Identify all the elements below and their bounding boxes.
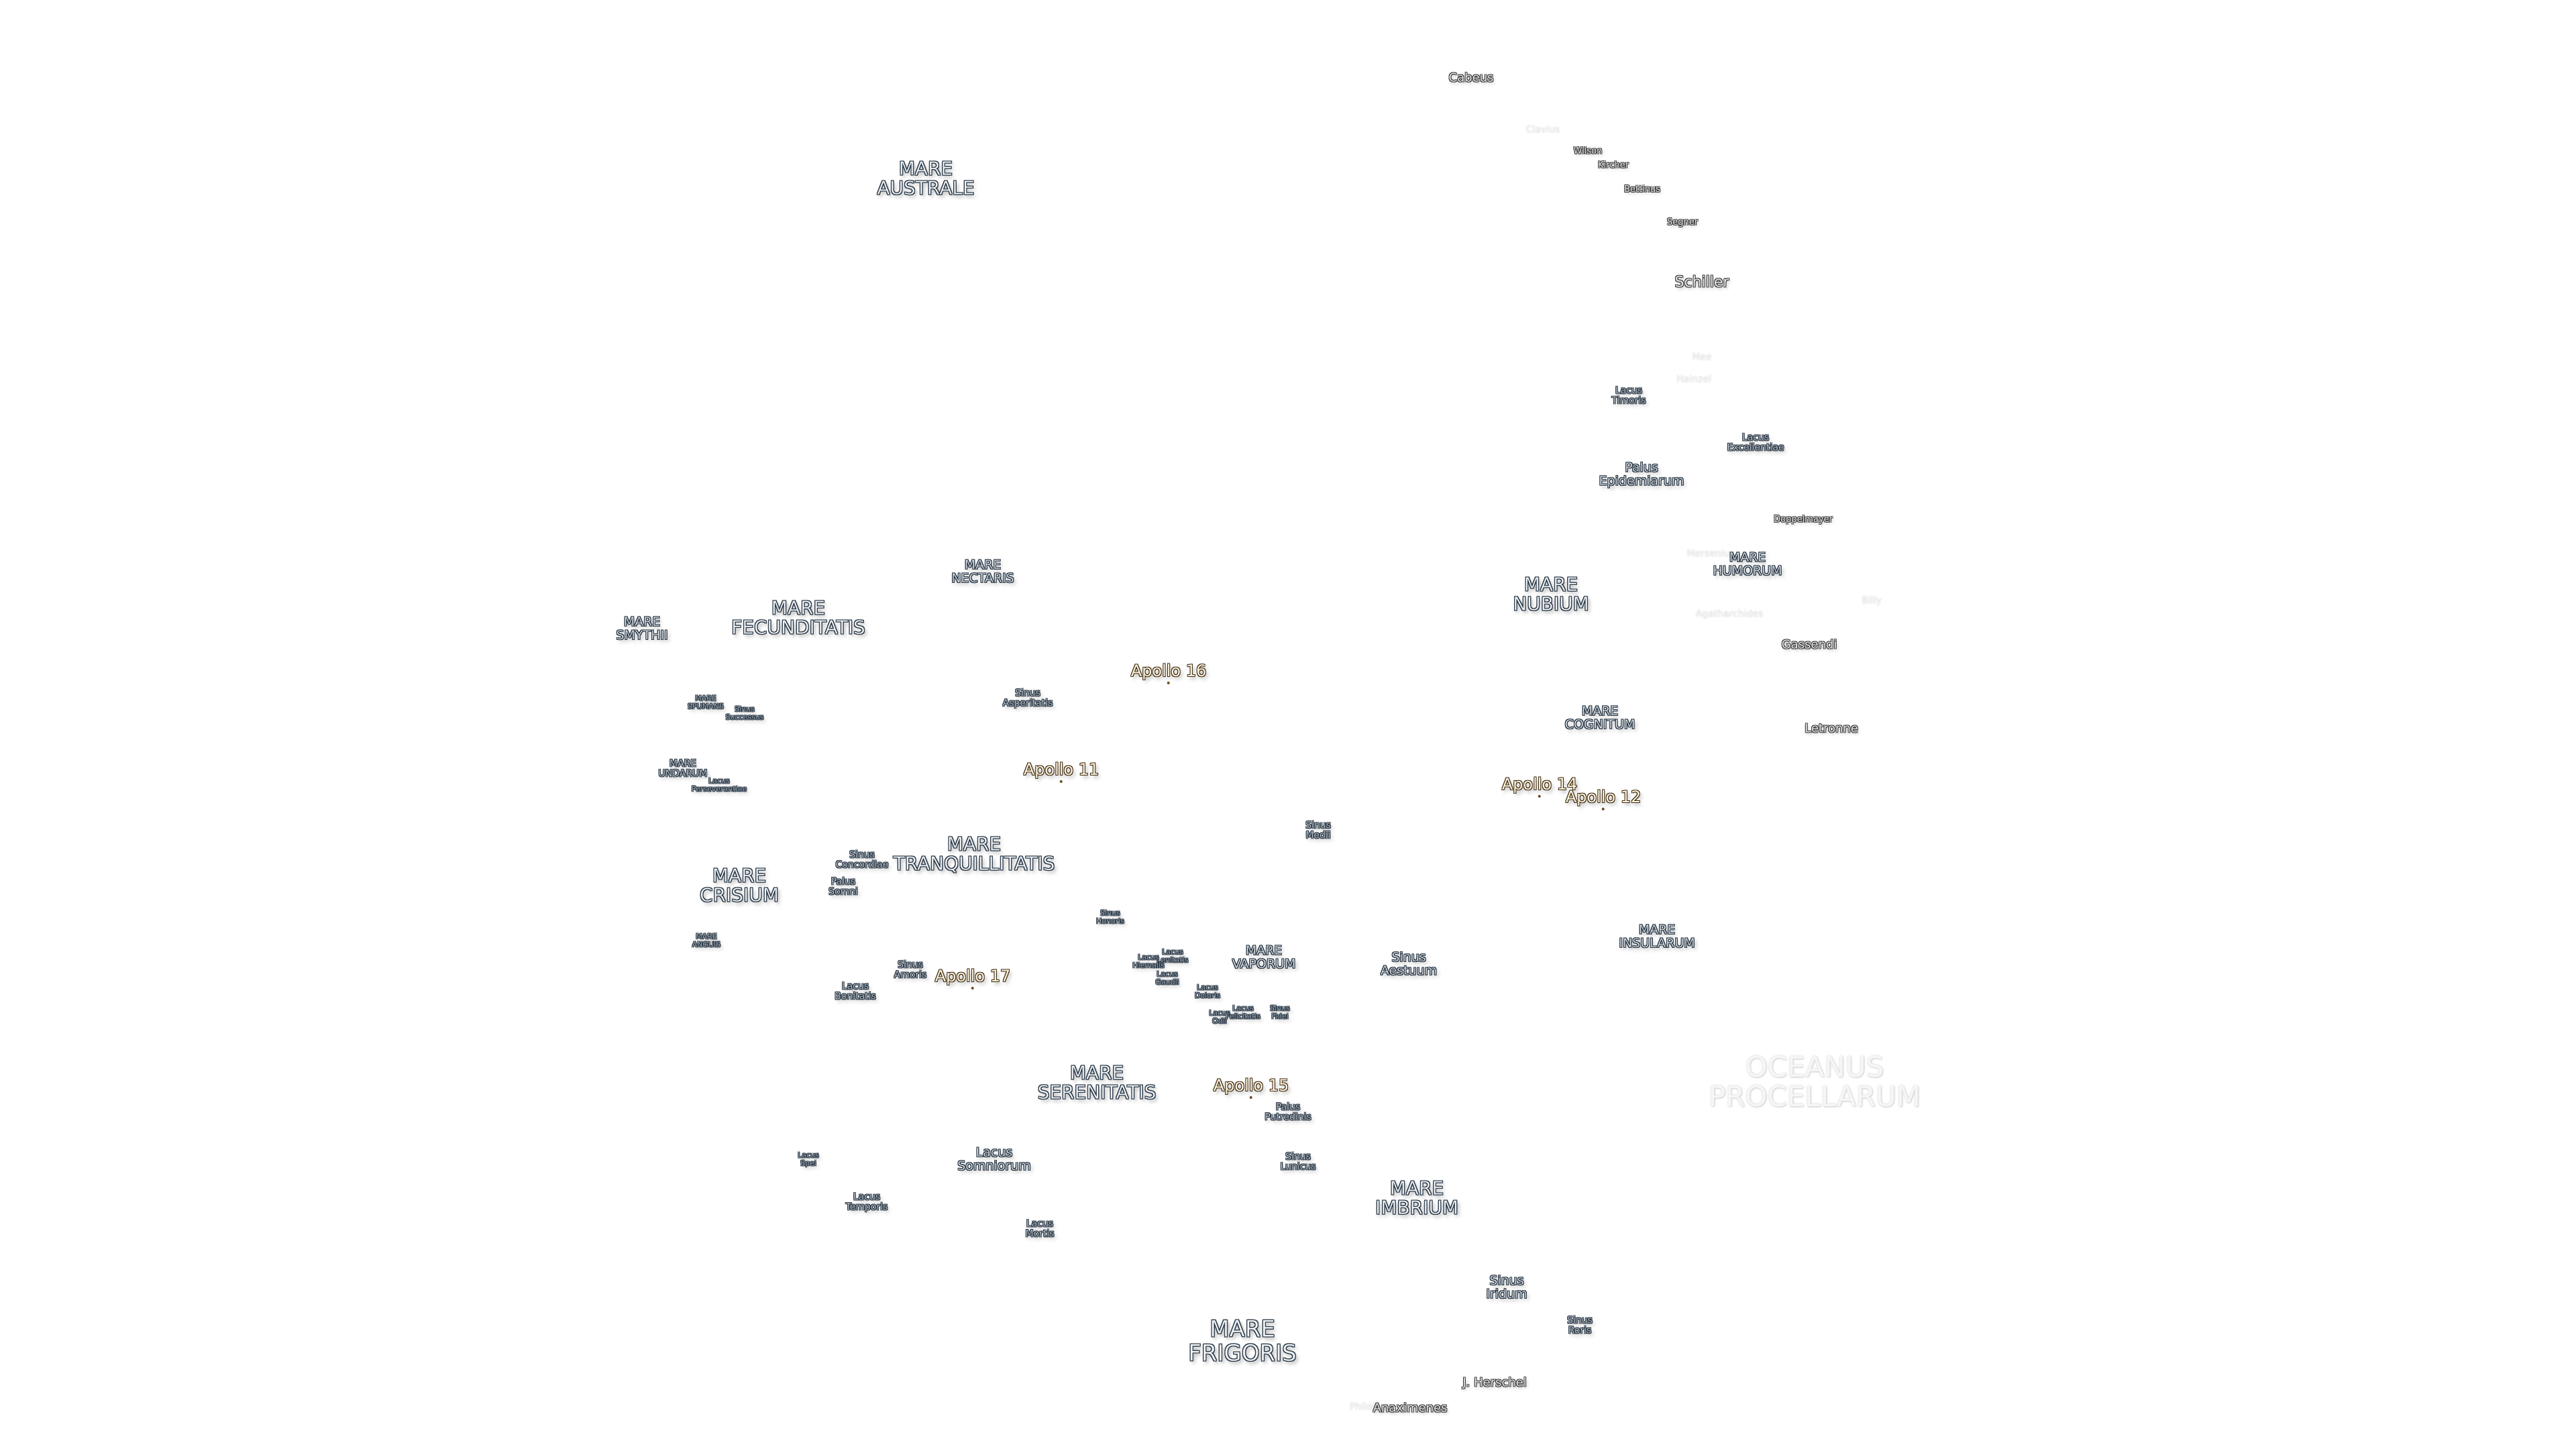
label-clavius: Clavius xyxy=(1525,124,1560,136)
label-lacus-spei: Lacus Spei xyxy=(798,1150,819,1167)
label-lacus-perseverantiae: Lacus Perseverantiae xyxy=(691,776,747,793)
label-philolaus: Philolaus xyxy=(1349,1401,1392,1413)
label-mare-fecunditatis: MARE FECUNDITATIS xyxy=(731,596,865,639)
label-mare-undarum: MARE UNDARUM xyxy=(658,758,708,779)
label-lacus-lenitatis: Lacus Lenitatis xyxy=(1157,947,1189,964)
landing-site-marker-icon xyxy=(1167,682,1170,684)
label-sinus-lunicus: Sinus Lunicus xyxy=(1280,1151,1316,1172)
label-mare-spumans: MARE SPUMANS xyxy=(688,694,724,710)
label-mare-smythii: MARE SMYTHII xyxy=(616,614,668,643)
label-sinus-asperitatis: Sinus Asperitatis xyxy=(1002,688,1053,708)
apollo-16-site-label[interactable]: Apollo 16 xyxy=(1130,661,1207,684)
apollo-15-label-text: Apollo 15 xyxy=(1213,1076,1289,1095)
label-sinus-aestuum: Sinus Aestuum xyxy=(1380,950,1438,978)
apollo-12-site-label[interactable]: Apollo 12 xyxy=(1565,788,1642,810)
label-lacus-gaudii: Lacus Gaudii xyxy=(1155,969,1179,986)
label-hainzel: Hainzel xyxy=(1676,374,1711,385)
label-mee: Mee xyxy=(1692,352,1712,363)
label-mare-frigoris: MARE FRIGORIS xyxy=(1188,1316,1297,1366)
label-lacus-odii: Lacus Odii xyxy=(1209,1008,1230,1025)
landing-site-marker-icon xyxy=(1060,780,1063,783)
label-doppelmayer: Doppelmayer xyxy=(1774,515,1833,525)
label-lacus-somniorum: Lacus Somniorum xyxy=(957,1145,1031,1173)
label-lacus-bonitatis: Lacus Bonitatis xyxy=(835,981,876,1002)
label-lacus-hiemalis: Lacus Hiemalis xyxy=(1132,953,1165,969)
label-letronne: Letronne xyxy=(1805,721,1858,736)
label-mare-cognitum: MARE COGNITUM xyxy=(1564,704,1635,732)
label-palus-somni: Palus Somni xyxy=(828,876,858,897)
apollo-14-label-text: Apollo 14 xyxy=(1501,775,1578,794)
label-billy: Billy xyxy=(1862,595,1882,606)
label-lacus-felicitatis: Lacus Felicitatis xyxy=(1226,1004,1260,1020)
label-mare-vaporum: MARE VAPORUM xyxy=(1232,943,1296,971)
apollo-16-label-text: Apollo 16 xyxy=(1130,661,1207,680)
label-oceanus-procellarum: OCEANUS PROCELLARUM xyxy=(1708,1050,1921,1113)
label-lacus-doloris: Lacus Doloris xyxy=(1194,983,1221,1000)
label-sinus-honoris: Sinus Honoris xyxy=(1095,908,1125,925)
label-mare-australe: MARE AUSTRALE xyxy=(877,157,975,199)
label-bettinus: Bettinus xyxy=(1624,184,1660,195)
apollo-12-label-text: Apollo 12 xyxy=(1565,788,1642,806)
landing-site-marker-icon xyxy=(1538,795,1541,798)
label-mare-imbrium: MARE IMBRIUM xyxy=(1375,1177,1459,1219)
label-wilson: Wilson xyxy=(1573,146,1603,157)
label-palus-putredinis: Palus Putredinis xyxy=(1265,1102,1311,1122)
label-mare-crisium: MARE CRISIUM xyxy=(700,864,780,906)
label-sinus-fidei: Sinus Fidei xyxy=(1270,1004,1290,1020)
apollo-15-site-label[interactable]: Apollo 15 xyxy=(1213,1076,1289,1099)
apollo-17-label-text: Apollo 17 xyxy=(934,967,1011,985)
label-mare-serenitatis: MARE SERENITATIS xyxy=(1037,1061,1157,1104)
label-lacus-timoris: Lacus Timoris xyxy=(1611,385,1646,406)
label-sinus-successus: Sinus Successus xyxy=(725,704,764,721)
label-schiller: Schiller xyxy=(1674,274,1729,291)
label-gassendi: Gassendi xyxy=(1781,637,1837,652)
label-sinus-amoris: Sinus Amoris xyxy=(894,959,927,980)
label-mare-nubium: MARE NUBIUM xyxy=(1513,573,1589,615)
label-anaximenes: Anaximenes xyxy=(1373,1401,1448,1415)
label-agatharchides: Agatharchides xyxy=(1695,608,1764,620)
landing-site-marker-icon xyxy=(971,987,974,989)
apollo-14-site-label[interactable]: Apollo 14 xyxy=(1501,775,1578,798)
apollo-11-site-label[interactable]: Apollo 11 xyxy=(1023,760,1099,783)
label-mare-nectaris: MARE NECTARIS xyxy=(951,557,1014,586)
landing-site-marker-icon xyxy=(1602,808,1605,810)
apollo-17-site-label[interactable]: Apollo 17 xyxy=(934,967,1011,989)
label-lacus-excellentiae: Lacus Excellentiae xyxy=(1727,432,1784,453)
label-sinus-medii: Sinus Medii xyxy=(1305,820,1331,841)
label-mersenius: Mersenius xyxy=(1686,548,1735,559)
label-palus-epidemiarum: Palus Epidemiarum xyxy=(1599,460,1684,488)
label-mare-insularum: MARE INSULARUM xyxy=(1619,922,1695,951)
label-sinus-roris: Sinus Roris xyxy=(1567,1315,1593,1336)
apollo-11-label-text: Apollo 11 xyxy=(1023,760,1099,779)
label-mare-humorum: MARE HUMORUM xyxy=(1713,550,1782,578)
label-lacus-mortis: Lacus Mortis xyxy=(1025,1218,1055,1239)
label-cabeus: Cabeus xyxy=(1448,70,1494,85)
landing-site-marker-icon xyxy=(1250,1096,1252,1099)
label-mare-anguis: MARE ANGUIS xyxy=(692,932,721,949)
label-sinus-concordiae: Sinus Concordiae xyxy=(835,849,889,870)
label-segner: Segner xyxy=(1666,217,1699,228)
label-lacus-temporis: Lacus Temporis xyxy=(845,1191,888,1212)
label-j-herschel: J. Herschel xyxy=(1462,1375,1527,1390)
label-sinus-iridum: Sinus Iridum xyxy=(1486,1273,1527,1301)
label-mare-tranquillitatis: MARE TRANQUILLITATIS xyxy=(893,833,1055,875)
label-kircher: Kircher xyxy=(1598,160,1629,171)
